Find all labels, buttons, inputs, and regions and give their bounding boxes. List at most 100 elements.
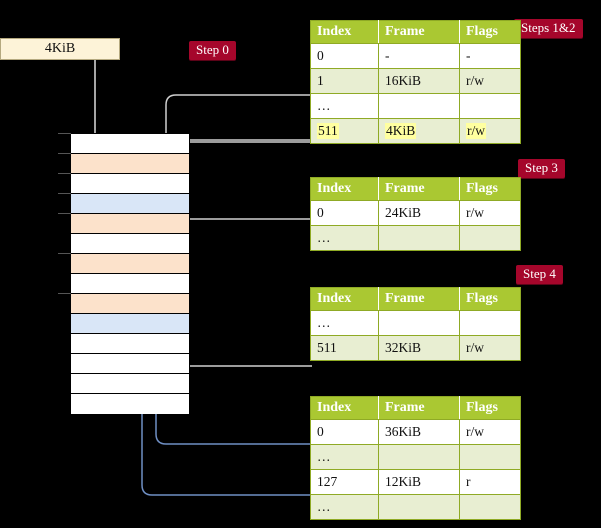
wire-d-table3-to-grid-row9	[173, 336, 312, 367]
frame-cell	[378, 225, 460, 251]
frame-cell	[378, 310, 460, 336]
memory-region-box: 4KiB	[0, 38, 120, 60]
memory-grid-row	[71, 314, 189, 334]
flags-cell: r/w	[459, 200, 521, 226]
memory-grid-tick	[58, 153, 71, 154]
index-cell: 127	[310, 469, 379, 495]
memory-grid-row	[71, 154, 189, 174]
flags-cell	[459, 310, 521, 336]
memory-grid-row	[71, 214, 189, 234]
memory-grid-row	[71, 334, 189, 354]
index-cell: 1	[310, 68, 379, 94]
flags-cell: r/w	[459, 118, 521, 144]
flags-cell: r	[459, 469, 521, 495]
highlighted-value: 511	[317, 123, 339, 139]
frame-cell: 36KiB	[378, 419, 460, 445]
frame-cell	[378, 494, 460, 520]
table-row: 0--	[310, 43, 521, 69]
column-header-flags: Flags	[459, 177, 521, 201]
table-row: …	[310, 93, 521, 119]
column-header-flags: Flags	[459, 20, 521, 44]
column-header-flags: Flags	[459, 287, 521, 311]
flags-cell	[459, 93, 521, 119]
flags-cell: r/w	[459, 419, 521, 445]
flags-cell: -	[459, 43, 521, 69]
index-cell: 0	[310, 200, 379, 226]
table-row: …	[310, 225, 521, 251]
index-cell: 0	[310, 419, 379, 445]
table-row: …	[310, 310, 521, 336]
column-header-flags: Flags	[459, 396, 521, 420]
flags-cell: r/w	[459, 68, 521, 94]
index-cell: …	[310, 225, 379, 251]
memory-grid-tick	[58, 213, 71, 214]
column-header-frame: Frame	[378, 177, 460, 201]
column-header-frame: Frame	[378, 287, 460, 311]
frame-cell: 4KiB	[378, 118, 460, 144]
index-cell: …	[310, 310, 379, 336]
column-header-index: Index	[310, 177, 379, 201]
memory-grid-row	[71, 134, 189, 154]
index-cell: …	[310, 444, 379, 470]
memory-grid-tick	[58, 253, 71, 254]
frame-cell: 24KiB	[378, 200, 460, 226]
memory-grid-tick	[58, 133, 71, 134]
index-cell: 0	[310, 43, 379, 69]
index-cell: …	[310, 93, 379, 119]
memory-grid-row	[71, 234, 189, 254]
badge-step-4: Step 4	[516, 265, 563, 284]
frame-cell: 32KiB	[378, 335, 460, 361]
wire-c-table2-to-grid-row7	[179, 218, 312, 309]
memory-grid-row	[71, 394, 189, 414]
index-cell: …	[310, 494, 379, 520]
frame-cell	[378, 93, 460, 119]
physical-memory-grid	[70, 133, 190, 414]
frame-cell: 12KiB	[378, 469, 460, 495]
frame-cell	[378, 444, 460, 470]
frame-cell: -	[378, 43, 460, 69]
memory-grid-tick	[58, 293, 71, 294]
table-row: …	[310, 494, 521, 520]
badge-steps-1-and-2: Steps 1&2	[514, 19, 583, 38]
column-header-index: Index	[310, 396, 379, 420]
wire-b2-table1-511-to-grid-row2	[175, 141, 312, 156]
memory-grid-row	[71, 194, 189, 214]
memory-grid-tick	[58, 193, 71, 194]
table-row: 511 4KiB r/w	[310, 118, 521, 144]
memory-grid-row	[71, 374, 189, 394]
flags-cell	[459, 225, 521, 251]
memory-grid-row	[71, 174, 189, 194]
flags-cell	[459, 444, 521, 470]
memory-grid-row	[71, 274, 189, 294]
highlighted-value: 4KiB	[385, 123, 417, 139]
memory-grid-tick	[58, 173, 71, 174]
memory-region-label: 4KiB	[44, 41, 76, 56]
index-cell: 511	[310, 335, 379, 361]
column-header-frame: Frame	[378, 20, 460, 44]
memory-grid-row	[71, 354, 189, 374]
column-header-index: Index	[310, 20, 379, 44]
column-header-index: Index	[310, 287, 379, 311]
flags-cell	[459, 494, 521, 520]
flags-cell: r/w	[459, 335, 521, 361]
frame-cell: 16KiB	[378, 68, 460, 94]
memory-grid-row	[71, 294, 189, 314]
highlighted-value: r/w	[466, 123, 486, 139]
memory-grid-row	[71, 254, 189, 274]
index-cell: 511	[310, 118, 379, 144]
badge-step-0: Step 0	[189, 41, 236, 60]
column-header-frame: Frame	[378, 396, 460, 420]
